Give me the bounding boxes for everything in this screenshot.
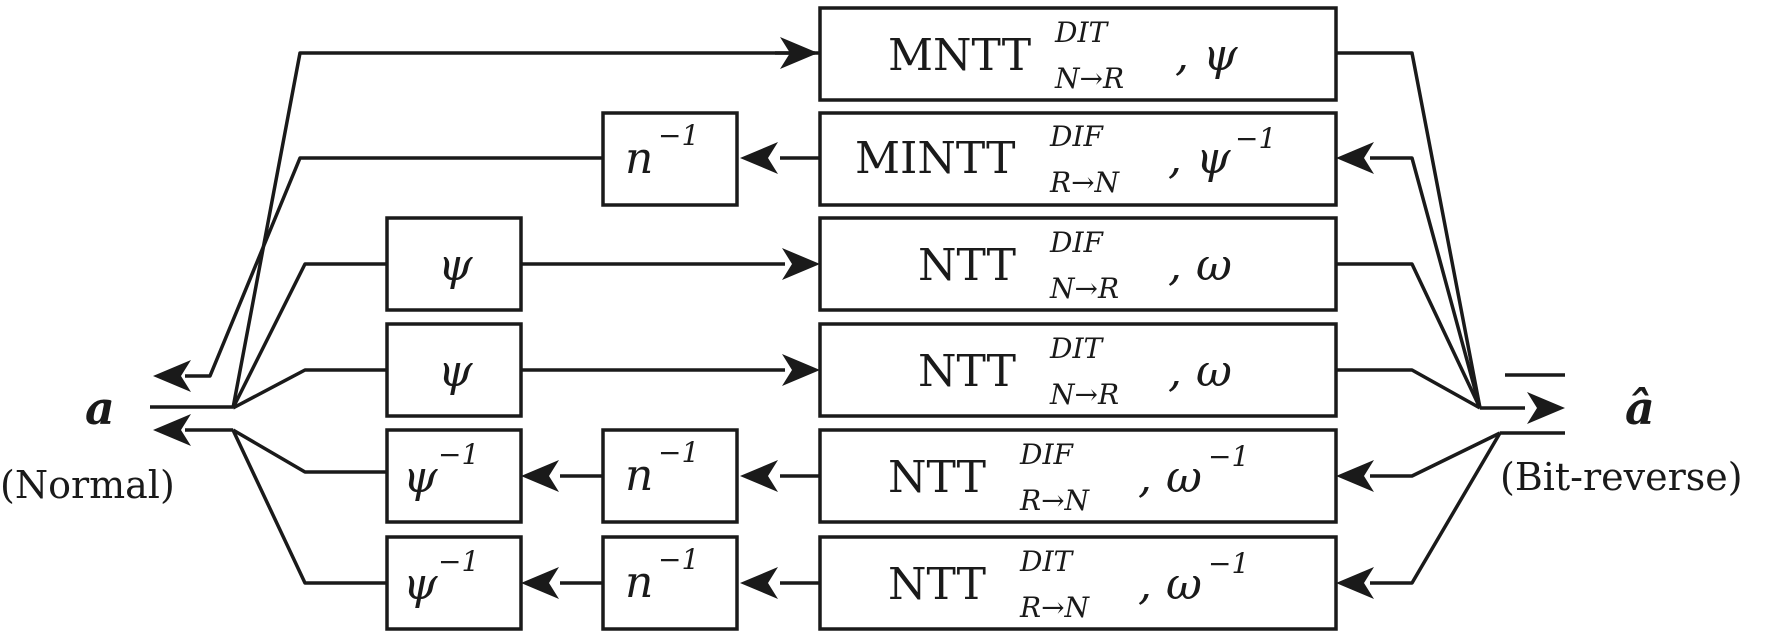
block-base: MINTT xyxy=(855,133,1015,184)
block-param: , ω xyxy=(1138,452,1202,503)
wire-row2-in xyxy=(1370,156,1482,409)
psi-inverse-box-row5: ψ −1 xyxy=(385,428,523,524)
block-ntt-dit-rn: NTT DIT R→N , ω −1 xyxy=(818,535,1338,631)
psi-box-row4: ψ xyxy=(385,322,523,418)
svg-text:MINTT: MINTT xyxy=(855,133,1015,184)
psi-inverse-box-row6: ψ −1 xyxy=(385,535,523,631)
block-sub: N→R xyxy=(1049,378,1119,411)
arrowhead-row6-mid2 xyxy=(521,567,559,599)
input-vector-symbol: a xyxy=(85,381,115,435)
arrowhead-row5-in xyxy=(1336,460,1374,492)
psi-inv-base: ψ xyxy=(403,559,438,610)
block-param: , ω xyxy=(1168,346,1232,397)
n-inverse-box-row2: n −1 xyxy=(601,111,739,207)
wire-row5-in xyxy=(1370,431,1501,478)
block-base: NTT xyxy=(918,346,1016,397)
block-param-sup: −1 xyxy=(1235,122,1276,155)
psi-base: ψ xyxy=(438,346,473,397)
psi-inv-sup: −1 xyxy=(438,545,479,578)
block-sup: DIT xyxy=(1049,332,1105,365)
psi-base: ψ xyxy=(438,240,473,291)
block-param-sup: −1 xyxy=(1208,547,1249,580)
arrowhead-left-out-lower xyxy=(153,414,191,446)
block-param: , ψ xyxy=(1168,133,1231,184)
n-inverse-box-row6: n −1 xyxy=(601,535,739,631)
n-inv-sup: −1 xyxy=(658,543,699,576)
block-base: MNTT xyxy=(888,30,1031,81)
svg-text:NTT: NTT xyxy=(918,240,1016,291)
wire-row6-in xyxy=(1370,432,1502,585)
block-sub: R→N xyxy=(1019,484,1091,517)
block-base: NTT xyxy=(888,452,986,503)
block-sub: N→R xyxy=(1049,272,1119,305)
arrowhead-row5-mid1 xyxy=(740,460,778,492)
wire-row4-in xyxy=(232,368,387,410)
n-inv-base: n xyxy=(625,450,653,501)
block-param-sup: −1 xyxy=(1208,440,1249,473)
psi-inv-base: ψ xyxy=(403,452,438,503)
output-order-caption: (Bit-reverse) xyxy=(1500,455,1743,499)
block-sup: DIF xyxy=(1049,120,1105,153)
n-inv-base: n xyxy=(625,557,653,608)
svg-text:MNTT: MNTT xyxy=(888,30,1031,81)
wire-row1-out xyxy=(1336,51,1482,409)
block-sub: N→R xyxy=(1054,62,1124,95)
arrowhead-left-out-upper xyxy=(153,360,191,392)
block-sub: R→N xyxy=(1019,591,1091,624)
n-inv-base: n xyxy=(625,133,653,184)
arrowhead-right-in xyxy=(1527,392,1565,424)
block-sup: DIF xyxy=(1049,226,1105,259)
n-inv-sup: −1 xyxy=(658,119,699,152)
arrowhead-row6-mid1 xyxy=(740,567,778,599)
block-ntt-dif-nr: NTT DIF N→R , ω xyxy=(818,216,1338,312)
arrowhead-row1-in xyxy=(780,37,818,69)
block-param: , ω xyxy=(1138,559,1202,610)
wire-row2-out xyxy=(185,156,603,378)
arrowhead-row2-mid xyxy=(740,142,778,174)
block-ntt-dit-nr: NTT DIT N→R , ω xyxy=(818,322,1338,418)
input-order-caption: (Normal) xyxy=(0,463,175,507)
svg-text:NTT: NTT xyxy=(888,452,986,503)
wire-row4-out xyxy=(1336,368,1481,410)
block-param: , ψ xyxy=(1175,30,1238,81)
block-mntt-dit: MNTT DIT N→R , ψ xyxy=(818,6,1338,102)
block-param: , ω xyxy=(1168,240,1232,291)
n-inverse-box-row5: n −1 xyxy=(601,428,739,524)
svg-text:NTT: NTT xyxy=(888,559,986,610)
n-inv-sup: −1 xyxy=(658,436,699,469)
block-sub: R→N xyxy=(1049,166,1121,199)
block-sup: DIF xyxy=(1019,438,1075,471)
block-sup: DIT xyxy=(1019,545,1075,578)
wire-row3-in xyxy=(231,262,387,409)
arrowhead-row6-in xyxy=(1336,567,1374,599)
arrowhead-row5-mid2 xyxy=(521,460,559,492)
block-base: NTT xyxy=(918,240,1016,291)
block-sup: DIT xyxy=(1054,16,1110,49)
output-vector-symbol: â xyxy=(1625,381,1655,435)
wire-row6-out xyxy=(231,429,387,585)
block-ntt-dif-rn: NTT DIF R→N , ω −1 xyxy=(818,428,1338,524)
arrowhead-row2-in xyxy=(1336,142,1374,174)
arrowhead-row4-mid xyxy=(782,354,820,386)
wire-row5-out xyxy=(232,428,387,474)
wire-row1-in xyxy=(231,51,820,409)
block-base: NTT xyxy=(888,559,986,610)
wire-row3-out xyxy=(1336,262,1482,409)
psi-box-row3: ψ xyxy=(385,216,523,312)
psi-inv-sup: −1 xyxy=(438,438,479,471)
block-mintt-dif: MINTT DIF R→N , ψ −1 xyxy=(818,111,1338,207)
arrowhead-row3-mid xyxy=(782,248,820,280)
svg-text:NTT: NTT xyxy=(918,346,1016,397)
